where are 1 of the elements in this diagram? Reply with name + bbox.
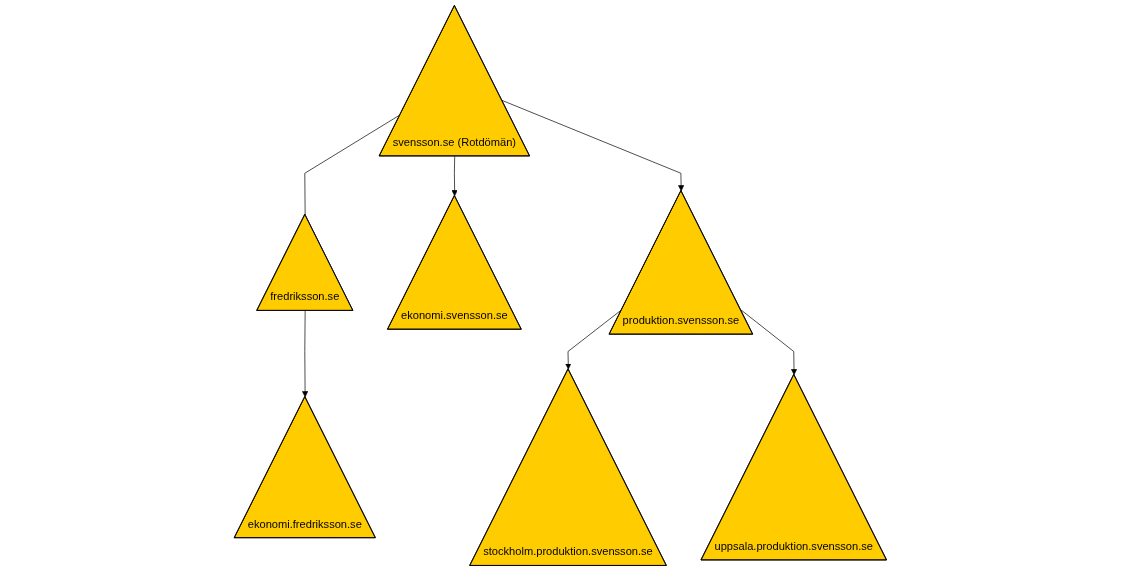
connector: [304, 114, 401, 215]
